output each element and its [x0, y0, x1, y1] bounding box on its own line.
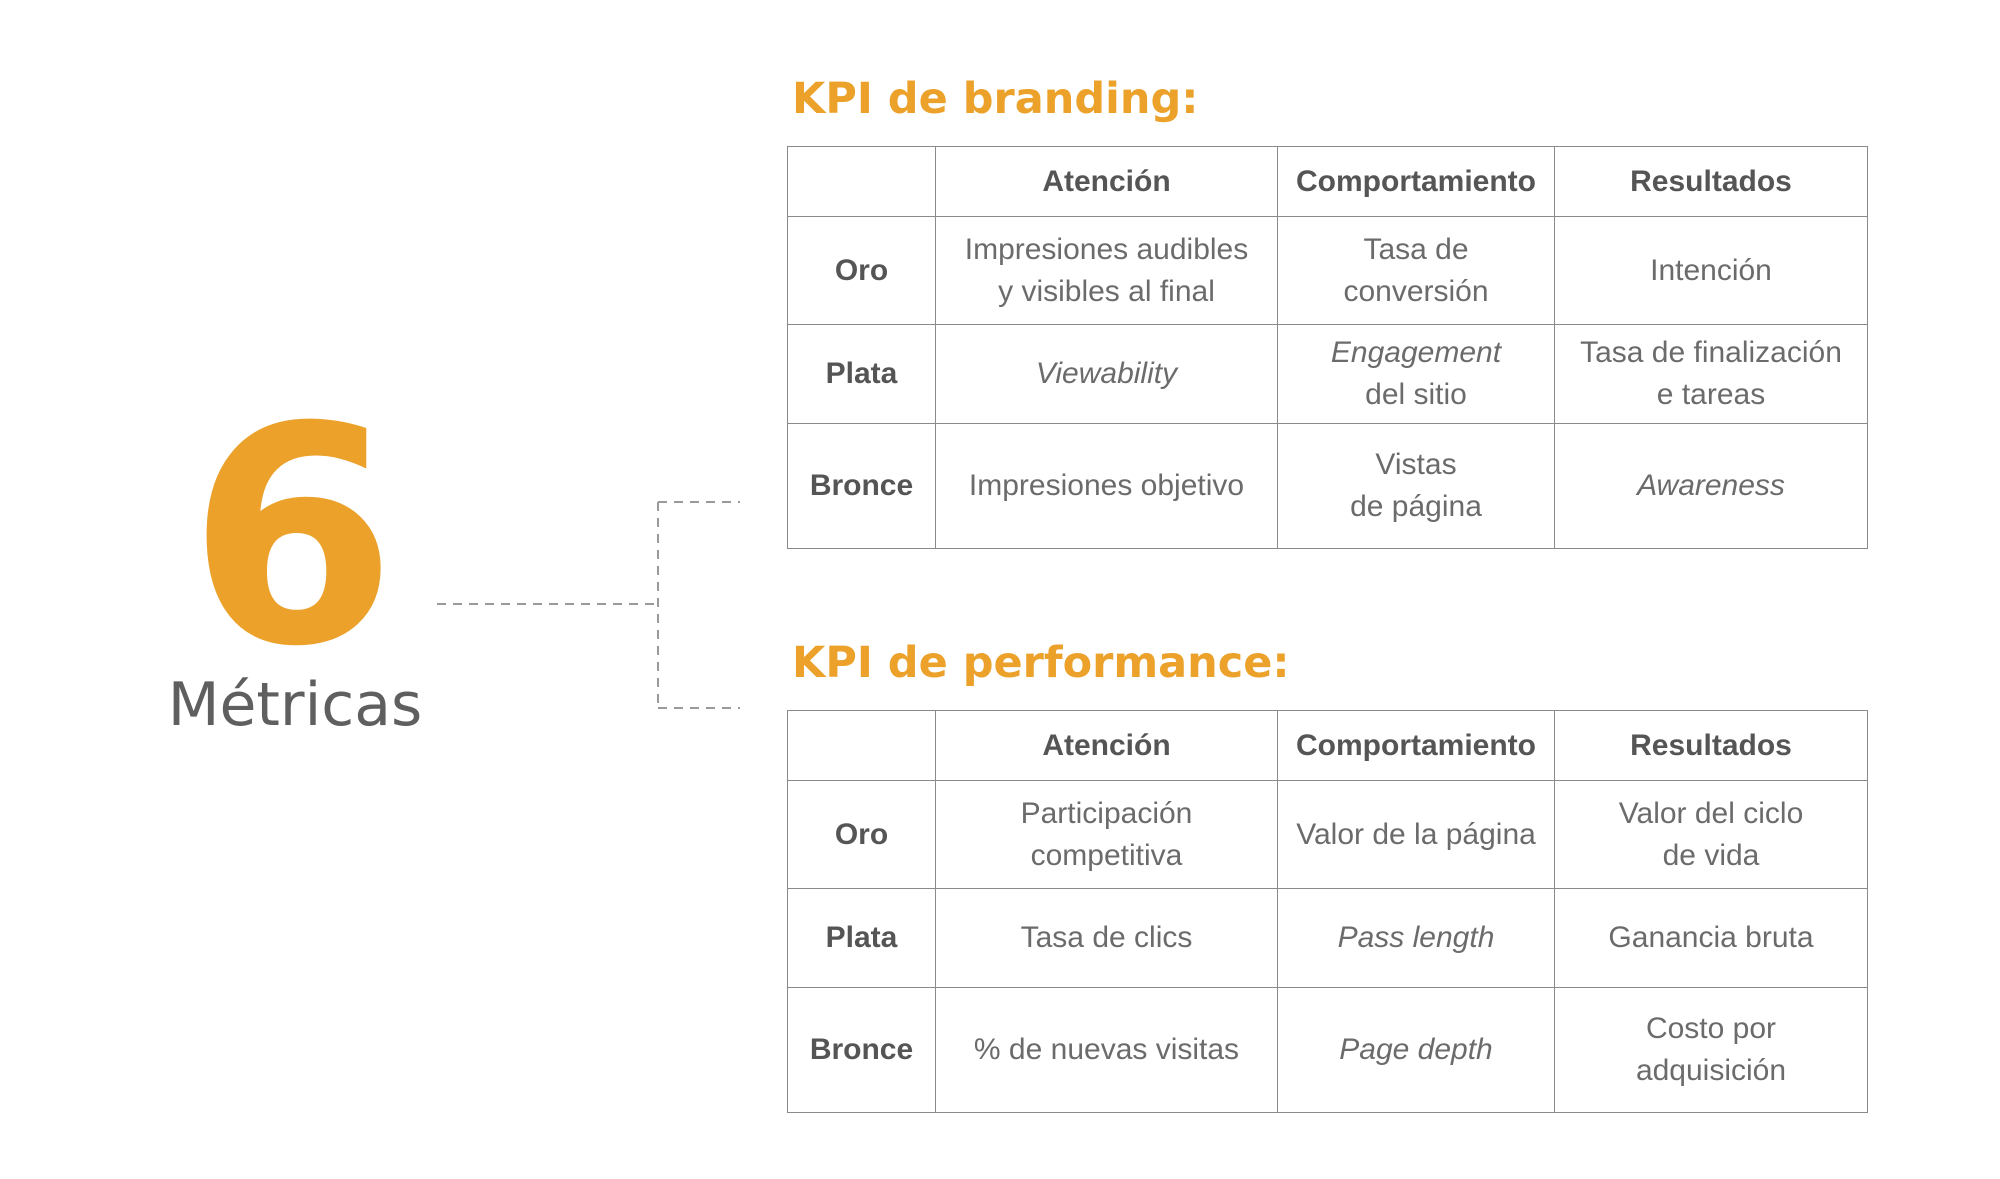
performance-cell: Valor de la página [1277, 780, 1555, 889]
performance-cell: Valor del ciclo de vida [1554, 780, 1868, 889]
branding-cell: Awareness [1554, 423, 1868, 549]
performance-header-corner [787, 710, 936, 781]
branding-row-label: Oro [787, 216, 936, 325]
performance-cell: Tasa de clics [935, 888, 1278, 988]
branding-row-oro: Oro Impresiones audibles y visibles al f… [787, 216, 1868, 325]
performance-header-resultados: Resultados [1554, 710, 1868, 781]
performance-row-plata: Plata Tasa de clics Pass length Ganancia… [787, 888, 1868, 988]
branding-header-atencion: Atención [935, 146, 1278, 217]
performance-row-oro: Oro Participación competitiva Valor de l… [787, 780, 1868, 889]
branding-cell: Vistas de página [1277, 423, 1555, 549]
branding-cell: Impresiones audibles y visibles al final [935, 216, 1278, 325]
branding-table: Atención Comportamiento Resultados Oro I… [787, 146, 1868, 549]
branding-row-label: Bronce [787, 423, 936, 549]
branding-title: KPI de branding: [792, 74, 1199, 124]
performance-cell: Costo por adquisición [1554, 987, 1868, 1113]
performance-header-row: Atención Comportamiento Resultados [787, 710, 1868, 781]
performance-table: Atención Comportamiento Resultados Oro P… [787, 710, 1868, 1113]
performance-cell: % de nuevas visitas [935, 987, 1278, 1113]
performance-row-label: Plata [787, 888, 936, 988]
performance-row-bronce: Bronce % de nuevas visitas Page depth Co… [787, 987, 1868, 1113]
performance-cell: Participación competitiva [935, 780, 1278, 889]
performance-cell: Page depth [1277, 987, 1555, 1113]
branding-cell: Impresiones objetivo [935, 423, 1278, 549]
branding-header-resultados: Resultados [1554, 146, 1868, 217]
performance-header-atencion: Atención [935, 710, 1278, 781]
branding-cell: Tasa de conversión [1277, 216, 1555, 325]
performance-header-comportamiento: Comportamiento [1277, 710, 1555, 781]
performance-row-label: Bronce [787, 987, 936, 1113]
branding-header-corner [787, 146, 936, 217]
branding-cell: Viewability [935, 324, 1278, 424]
performance-title: KPI de performance: [792, 638, 1290, 688]
performance-row-label: Oro [787, 780, 936, 889]
branding-header-row: Atención Comportamiento Resultados [787, 146, 1868, 217]
branding-cell: Intención [1554, 216, 1868, 325]
branding-row-label: Plata [787, 324, 936, 424]
branding-cell: Tasa de finalización e tareas [1554, 324, 1868, 424]
branding-row-bronce: Bronce Impresiones objetivo Vistas de pá… [787, 423, 1868, 549]
performance-cell: Ganancia bruta [1554, 888, 1868, 988]
performance-cell: Pass length [1277, 888, 1555, 988]
branding-header-comportamiento: Comportamiento [1277, 146, 1555, 217]
metrics-label: Métricas [167, 670, 423, 740]
